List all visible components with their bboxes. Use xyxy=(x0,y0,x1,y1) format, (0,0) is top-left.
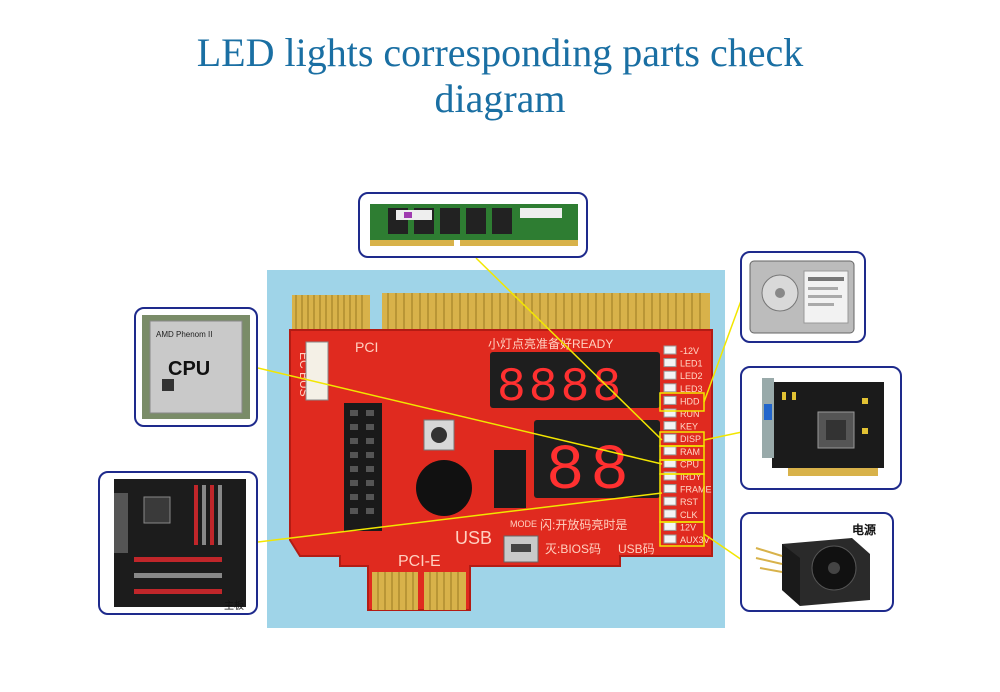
blink-label: 闪:开放码亮时是 xyxy=(540,517,627,532)
debug-header xyxy=(344,403,382,531)
buzzer xyxy=(416,460,472,516)
led-label: DISP xyxy=(680,434,701,444)
cpu-image: AMD Phenom II CPU xyxy=(142,315,250,419)
debug-card: PCI EC BUS 小灯点亮准备好READY 8888 88 xyxy=(289,293,713,611)
led-4 xyxy=(663,395,677,405)
mode-label: MODE xyxy=(510,519,537,529)
led-label: RST xyxy=(680,497,699,507)
connector-lines xyxy=(257,257,743,561)
led-7 xyxy=(663,433,677,443)
psu-frame: 电源 xyxy=(740,512,894,612)
line-gpu xyxy=(703,431,743,441)
led-label: RUN xyxy=(680,409,700,419)
led-13 xyxy=(663,509,677,519)
upper-seven-segment-display xyxy=(490,352,660,408)
pcie-label: PCI-E xyxy=(398,553,441,570)
line-motherboard xyxy=(257,492,663,543)
led-3 xyxy=(663,383,677,393)
led-label: KEY xyxy=(680,422,698,432)
psu-label: 电源 xyxy=(852,522,876,537)
led-1 xyxy=(663,358,677,368)
ready-label: 小灯点亮准备好READY xyxy=(488,336,613,351)
line-ram xyxy=(475,257,663,441)
pcie-gold-fingers xyxy=(372,572,466,610)
usb-label: USB xyxy=(455,528,492,548)
led-label: IRDY xyxy=(680,472,702,482)
ram-frame xyxy=(358,192,588,258)
gpu-image xyxy=(762,378,884,476)
page-title: LED lights corresponding parts check dia… xyxy=(0,30,1000,122)
led-2 xyxy=(663,370,677,380)
led-label: 12V xyxy=(680,522,696,532)
bios-code-label: 灭:BIOS码 xyxy=(545,542,601,556)
line-hdd xyxy=(703,297,743,403)
ram-image xyxy=(370,204,578,246)
led-label: CLK xyxy=(680,510,698,520)
led-6 xyxy=(663,421,677,431)
led-10 xyxy=(663,471,677,481)
gpu-frame xyxy=(740,366,902,490)
led-15 xyxy=(663,534,677,544)
cpu-frame: AMD Phenom II CPU xyxy=(134,307,258,427)
pci-gold-fingers-left xyxy=(292,295,370,333)
lower-display-digits: 88 xyxy=(546,436,635,508)
motherboard-image: 主板 xyxy=(114,479,246,612)
motherboard-frame: 主板 xyxy=(98,471,258,615)
controller-chip xyxy=(494,450,526,508)
pci-label: PCI xyxy=(355,339,378,355)
led-14 xyxy=(663,521,677,531)
led-label: RAM xyxy=(680,447,700,457)
led-5 xyxy=(663,408,677,418)
lower-seven-segment-display xyxy=(534,420,660,498)
led-label: LED3 xyxy=(680,384,703,394)
led-label: -12V xyxy=(680,346,699,356)
led-label: LED2 xyxy=(680,371,703,381)
line-psu xyxy=(703,533,743,561)
ec-bus-connector xyxy=(305,341,329,401)
hdd-image xyxy=(749,260,855,334)
motherboard-label: 主板 xyxy=(224,599,244,612)
led-12 xyxy=(663,496,677,506)
cpu-label: CPU xyxy=(168,358,210,380)
cpu-chip-text: AMD Phenom II xyxy=(156,330,212,339)
led-0 xyxy=(663,345,677,355)
led-8 xyxy=(663,446,677,456)
upper-display-digits: 8888 xyxy=(497,361,624,415)
psu-image: 电源 xyxy=(755,522,876,606)
usb-code-label: USB码 xyxy=(618,542,655,556)
led-label: CPU xyxy=(680,459,699,469)
led-label: LED1 xyxy=(680,359,703,369)
led-label: FRAME xyxy=(680,485,712,495)
pci-gold-fingers-right xyxy=(382,293,710,333)
led-label: HDD xyxy=(680,396,700,406)
hdd-frame xyxy=(740,251,866,343)
led-label: AUX3V xyxy=(680,535,710,545)
title-line-2: diagram xyxy=(434,76,566,121)
led-11 xyxy=(663,484,677,494)
line-cpu xyxy=(257,367,663,465)
title-line-1: LED lights corresponding parts check xyxy=(196,30,804,75)
